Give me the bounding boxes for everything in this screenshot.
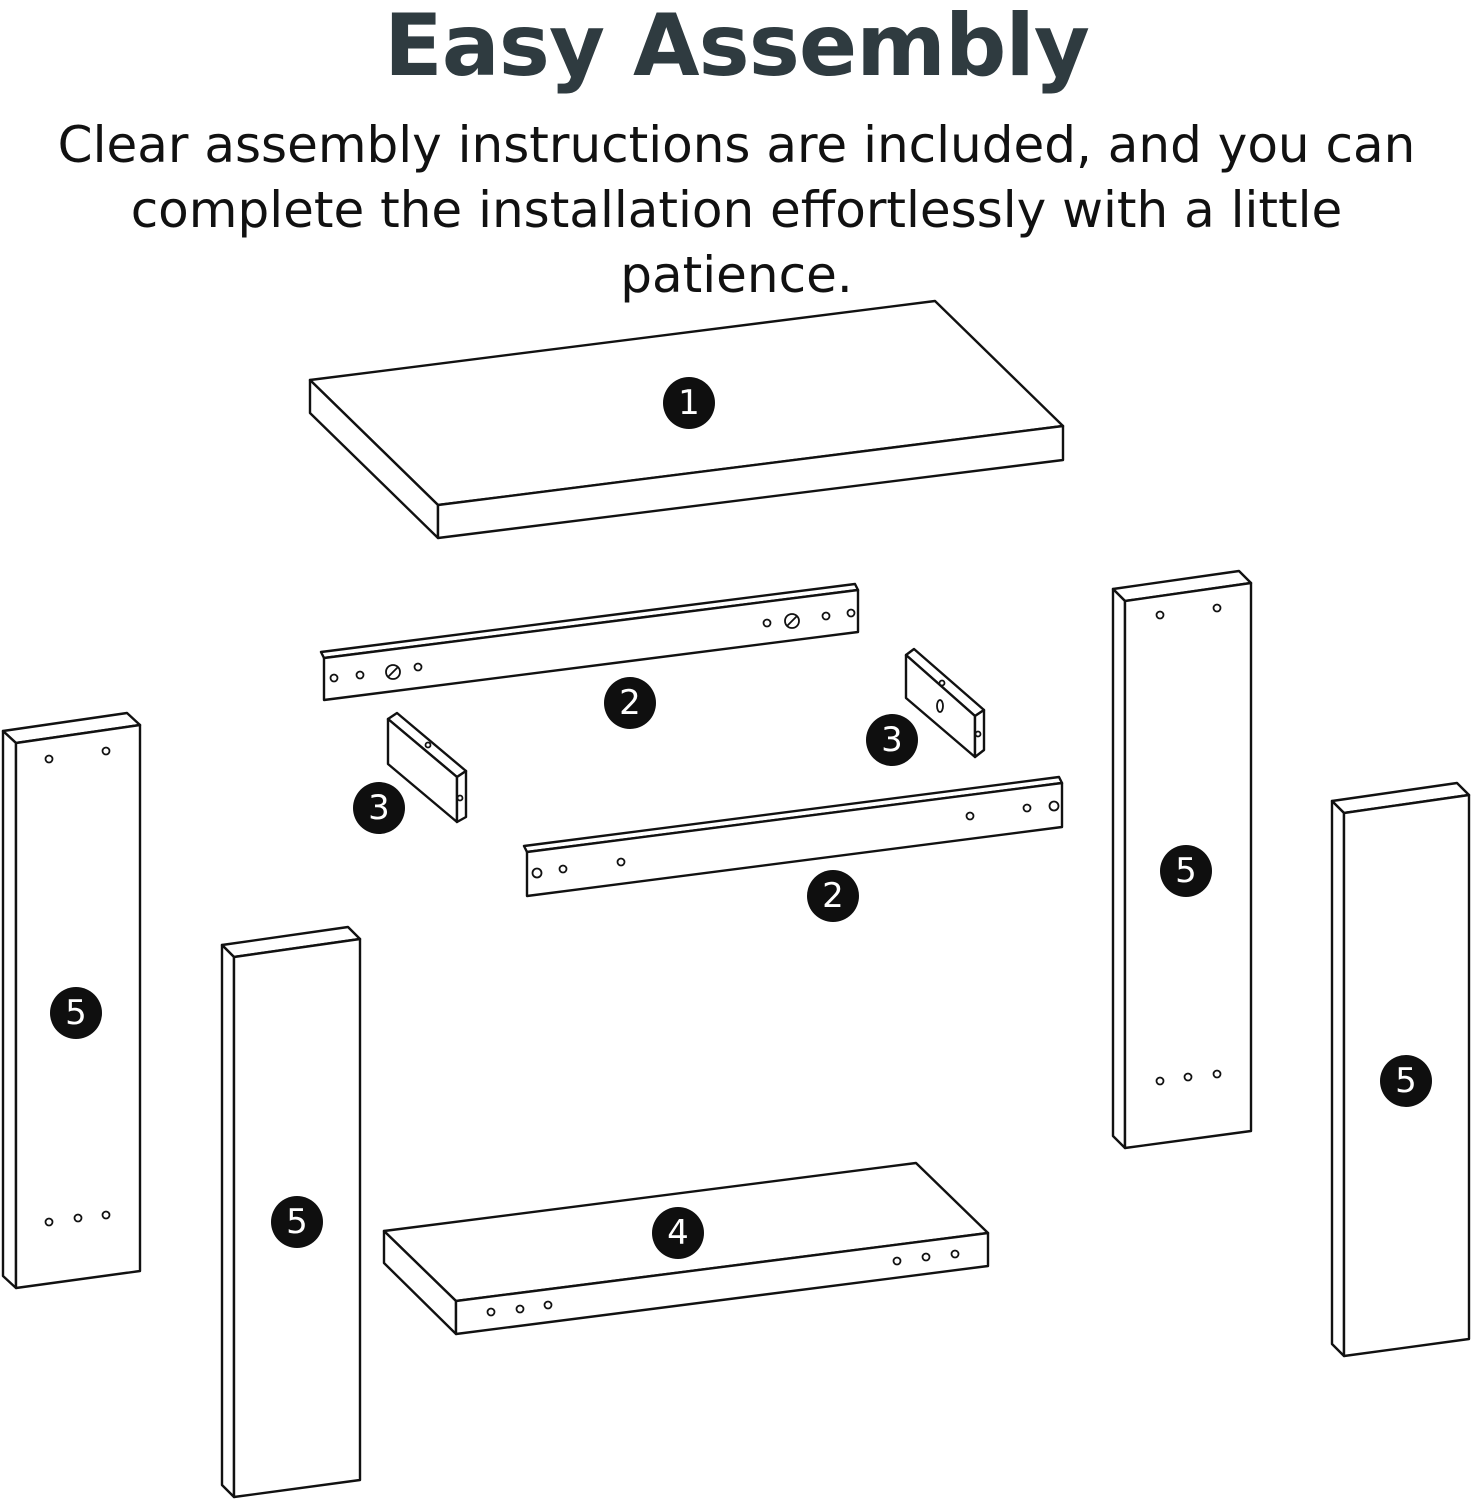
part-badge: 5 [50, 987, 102, 1039]
part-badge: 1 [663, 377, 715, 429]
part-badge-label: 3 [368, 788, 390, 828]
part-badge-label: 5 [1175, 851, 1197, 891]
part-badge: 5 [271, 1196, 323, 1248]
part-badge: 2 [604, 677, 656, 729]
part-badge-label: 5 [1395, 1061, 1417, 1101]
part-5-leg-far-left: 5 [1, 711, 142, 1290]
part-2-upper-rail: 2 [319, 582, 860, 729]
part-1-top-board: 1 [308, 299, 1065, 540]
part-badge: 4 [652, 1207, 704, 1259]
part-3-left-bracket: 3 [353, 711, 468, 834]
part-5-leg-inner-right: 5 [1111, 569, 1253, 1150]
part-badge-label: 5 [286, 1202, 308, 1242]
page-subtitle: Clear assembly instructions are included… [57, 116, 1416, 304]
part-3-right-bracket: 3 [866, 647, 986, 766]
part-badge: 3 [353, 782, 405, 834]
part-badge: 2 [807, 870, 859, 922]
part-badge: 3 [866, 714, 918, 766]
part-5-leg-inner-left: 5 [220, 925, 362, 1499]
part-badge-label: 2 [619, 683, 641, 723]
page-title: Easy Assembly [384, 0, 1090, 96]
part-badge-label: 1 [678, 383, 700, 423]
part-2-lower-rail: 2 [522, 775, 1064, 922]
part-badge-label: 5 [65, 993, 87, 1033]
part-badge: 5 [1160, 845, 1212, 897]
part-badge-label: 4 [667, 1213, 689, 1253]
part-5-leg-far-right: 5 [1330, 781, 1471, 1358]
part-badge-label: 2 [822, 876, 844, 916]
part-badge: 5 [1380, 1055, 1432, 1107]
part-4-bottom-board: 4 [382, 1161, 990, 1336]
part-badge-label: 3 [881, 720, 903, 760]
